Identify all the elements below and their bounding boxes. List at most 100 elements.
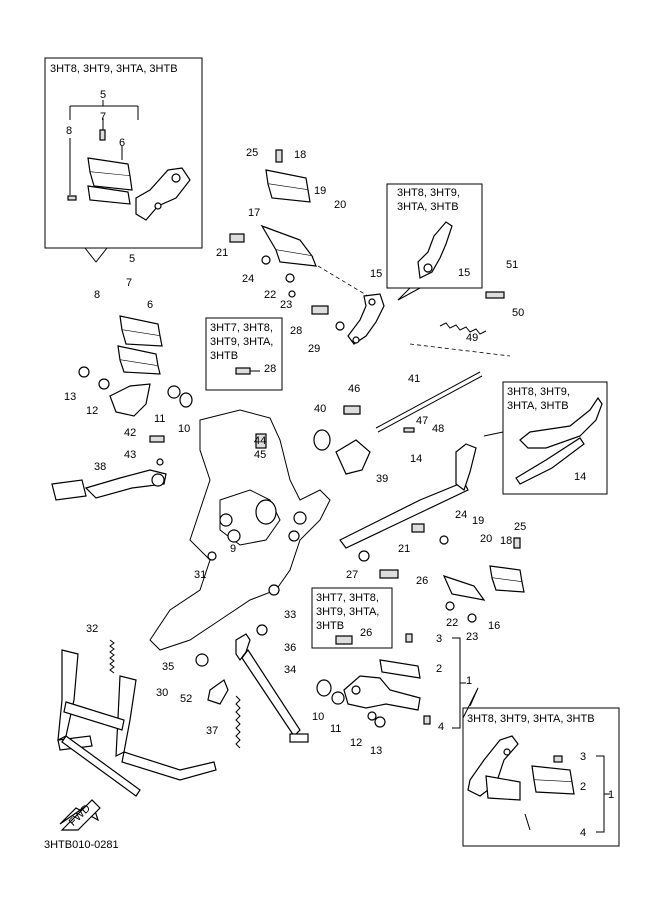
inset-top-left: 3HT8, 3HT9, 3HTA, 3HTB — [44, 57, 203, 263]
part-callout-40: 14 — [410, 453, 422, 465]
part-callout-67: 13 — [370, 745, 382, 757]
part-callout-29: 46 — [348, 383, 360, 395]
part-callout-48: 21 — [398, 543, 410, 555]
part-callout-17: 49 — [466, 332, 478, 344]
part-callout-72: 3 — [580, 751, 586, 763]
main-parts — [51, 149, 610, 833]
inset-title-2: 3HTA, 3HTB — [507, 400, 569, 412]
part-callout-49: 18 — [500, 535, 512, 547]
inset-mid-left: 3HT7, 3HT8, 3HT9, 3HTA, 3HTB — [205, 317, 283, 391]
part-callout-15: 51 — [506, 259, 518, 271]
diagram-code: 3HTB010-0281 — [44, 839, 119, 851]
part-callout-8: 17 — [248, 207, 260, 219]
part-callout-23: 12 — [86, 405, 98, 417]
part-callout-58: 36 — [284, 642, 296, 654]
inset-title-2: 3HT9, 3HTA, — [210, 336, 273, 348]
inset-lower-mid: 3HT7, 3HT8, 3HT9, 3HTA, 3HTB — [311, 587, 393, 649]
part-callout-50: 27 — [346, 569, 358, 581]
part-callout-68: 3 — [436, 633, 442, 645]
part-callout-54: 23 — [466, 631, 478, 643]
part-callout-70: 1 — [466, 675, 472, 687]
part-callout-63: 37 — [206, 725, 218, 737]
part-callout-62: 30 — [156, 687, 168, 699]
inset-top-mid: 3HT8, 3HT9, 3HTA, 3HTB — [386, 183, 483, 301]
part-callout-31: 47 — [416, 415, 428, 427]
inset-title-1: 3HT7, 3HT8, — [210, 322, 273, 334]
part-callout-33: 40 — [314, 403, 326, 415]
part-callout-9: 21 — [216, 247, 228, 259]
part-callout-2: 8 — [66, 125, 72, 137]
part-callout-5: 18 — [294, 149, 306, 161]
part-callout-28: 28 — [264, 363, 276, 375]
part-callout-12: 23 — [280, 299, 292, 311]
part-callout-65: 11 — [330, 723, 341, 735]
inset-title-1: 3HT8, 3HT9, — [507, 386, 570, 398]
inset-frame — [44, 57, 203, 249]
part-callout-0: 5 — [100, 89, 106, 101]
part-callout-1: 7 — [100, 111, 106, 123]
part-callout-26: 28 — [290, 325, 302, 337]
part-callout-39: 39 — [376, 473, 388, 485]
part-callout-51: 26 — [416, 575, 428, 587]
inset-frame — [502, 381, 608, 495]
part-callout-14: 15 — [458, 267, 470, 279]
part-callout-11: 22 — [264, 289, 276, 301]
part-callout-56: 33 — [284, 609, 296, 621]
part-callout-73: 2 — [580, 781, 586, 793]
part-callout-64: 10 — [312, 711, 324, 723]
part-callout-44: 24 — [455, 509, 467, 521]
part-callout-10: 24 — [242, 273, 254, 285]
inset-title-1: 3HT8, 3HT9, — [397, 187, 460, 199]
part-callout-22: 13 — [64, 391, 76, 403]
inset-title-3: 3HTB — [210, 350, 238, 362]
inset-title-1: 3HT7, 3HT8, — [316, 592, 379, 604]
part-callout-59: 35 — [162, 661, 174, 673]
part-callout-61: 52 — [180, 693, 192, 705]
inset-frame — [386, 183, 483, 289]
part-callout-19: 7 — [126, 277, 132, 289]
inset-title-2: 3HTA, 3HTB — [397, 201, 459, 213]
inset-frame — [311, 587, 393, 649]
part-callout-41: 14 — [574, 471, 586, 483]
part-callout-4: 25 — [246, 147, 258, 159]
part-callout-6: 19 — [314, 185, 326, 197]
part-callout-47: 25 — [514, 521, 526, 533]
part-callout-60: 34 — [284, 664, 296, 676]
inset-title-2: 3HT9, 3HTA, — [316, 606, 379, 618]
part-callout-74: 1 — [608, 789, 614, 801]
part-callout-13: 15 — [370, 268, 382, 280]
part-callout-45: 19 — [472, 515, 484, 527]
inset-right: 3HT8, 3HT9, 3HTA, 3HTB — [483, 381, 608, 495]
part-callout-25: 10 — [178, 423, 190, 435]
part-callout-46: 20 — [480, 533, 492, 545]
part-callout-69: 2 — [436, 663, 442, 675]
part-callout-20: 8 — [94, 289, 100, 301]
part-callout-42: 9 — [230, 543, 236, 555]
inset-title: 3HT8, 3HT9, 3HTA, 3HTB — [467, 713, 595, 725]
inset-bottom-right: 3HT8, 3HT9, 3HTA, 3HTB — [462, 687, 620, 847]
part-callout-71: 4 — [438, 721, 444, 733]
part-callout-43: 31 — [194, 569, 206, 581]
part-callout-55: 26 — [360, 627, 372, 639]
inset-frame — [462, 707, 620, 847]
part-callout-37: 43 — [124, 449, 136, 461]
part-callout-32: 48 — [432, 423, 444, 435]
part-callout-38: 38 — [94, 461, 106, 473]
part-callout-34: 44 — [254, 435, 266, 447]
inset-title-3: 3HTB — [316, 620, 344, 632]
part-callout-36: 42 — [124, 427, 136, 439]
inset-title: 3HT8, 3HT9, 3HTA, 3HTB — [50, 63, 178, 75]
part-callout-21: 6 — [147, 299, 153, 311]
part-callout-18: 5 — [129, 253, 135, 265]
part-callout-75: 4 — [580, 827, 586, 839]
part-callout-27: 29 — [308, 343, 320, 355]
part-callout-57: 32 — [86, 623, 98, 635]
part-callout-52: 16 — [488, 620, 500, 632]
part-callout-30: 41 — [408, 373, 420, 385]
part-callout-24: 11 — [154, 413, 165, 425]
part-callout-16: 50 — [512, 307, 524, 319]
part-callout-53: 22 — [446, 617, 458, 629]
